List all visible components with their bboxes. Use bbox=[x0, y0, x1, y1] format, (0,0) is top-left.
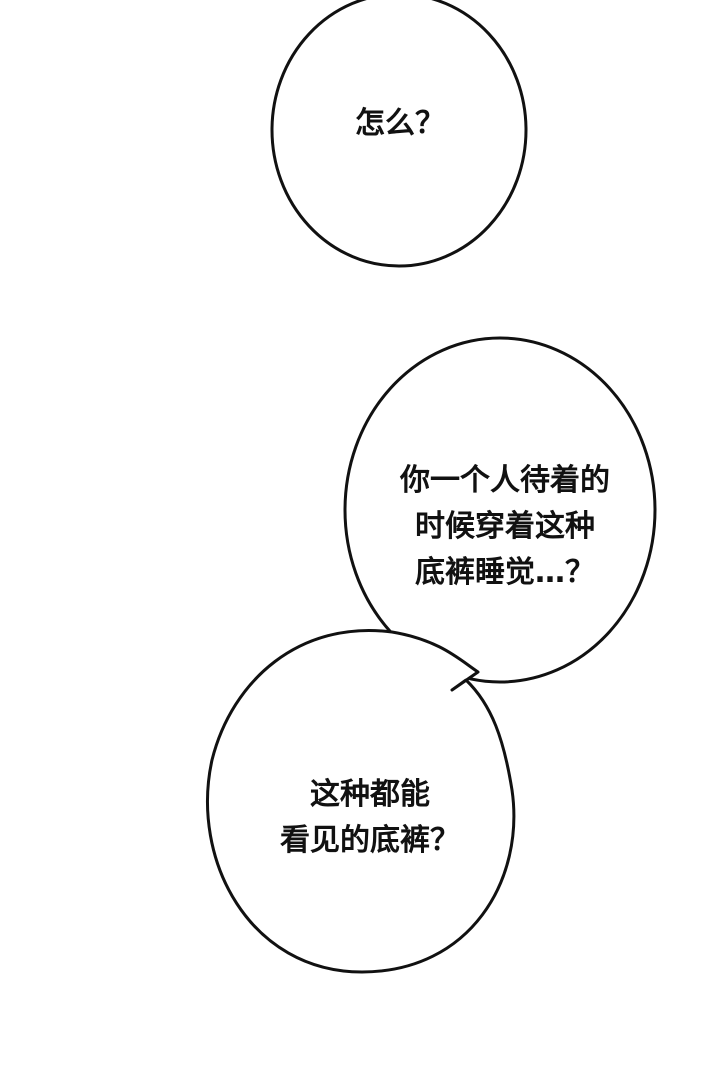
bubble-3-line-2: 看见的底裤？ bbox=[280, 823, 460, 858]
bubble-2-line-3: 底裤睡觉…？ bbox=[415, 555, 595, 590]
bubble-2-line-2: 时候穿着这种 bbox=[415, 509, 595, 544]
bubble-2-text: 你一个人待着的 时候穿着这种 底裤睡觉…？ bbox=[370, 458, 640, 596]
bubble-3-line-1: 这种都能 bbox=[310, 777, 430, 812]
bubble-1-text: 怎么？ bbox=[300, 104, 500, 144]
bubble-3-text: 这种都能 看见的底裤？ bbox=[240, 772, 500, 864]
bubble-1-line-1: 怎么？ bbox=[355, 106, 445, 141]
speech-bubble-2 bbox=[343, 336, 657, 684]
speech-bubble-3 bbox=[206, 629, 516, 974]
bubble-2-line-1: 你一个人待着的 bbox=[400, 463, 610, 498]
speech-bubble-1 bbox=[270, 0, 528, 268]
